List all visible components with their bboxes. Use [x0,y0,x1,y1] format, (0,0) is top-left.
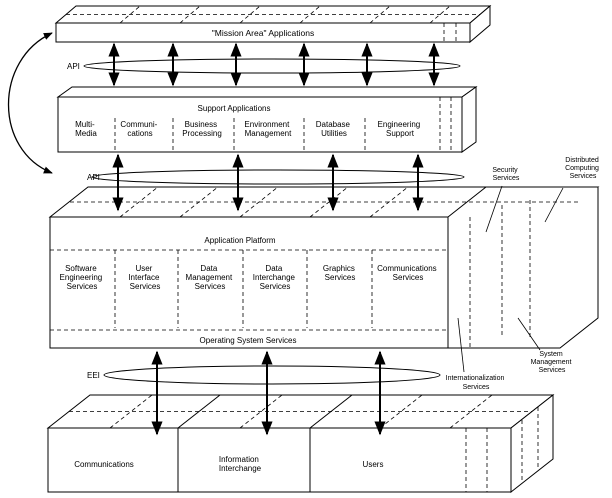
support-item: Business Processing [182,120,222,138]
external-layer [46,393,555,494]
api-top-ellipse [83,58,461,74]
security-services-label: Security Services [492,167,520,182]
callout-lines [457,185,564,373]
external-item: Communications [74,460,134,469]
api-mid-label: API [87,173,100,182]
external-items: Communications Information Interchange U… [74,455,383,473]
support-item: Engineering Support [378,120,423,138]
eei-label: EEI [87,371,100,380]
support-item: Database Utilities [316,120,352,138]
distributed-computing-label: Distributed Computing Services [565,157,601,180]
external-item: Information Interchange [219,455,262,473]
api-top-label: API [67,62,80,71]
platform-item: Data Interchange Services [253,264,298,291]
eei-ellipse [103,365,441,385]
internationalization-label: Internationalization Services [446,375,507,391]
platform-item: Data Management Services [186,264,235,291]
i18n-callout-line [457,317,465,373]
platform-item: Graphics Services [323,264,357,282]
system-management-label: System Management Services [531,351,574,374]
security-callout-line [485,185,503,233]
platform-items: Software Engineering Services User Inter… [60,264,439,291]
support-item: Communi- cations [120,120,159,138]
support-item: Environment Management [244,120,292,138]
platform-title: Application Platform [204,236,275,245]
support-item: Multi- Media [75,120,97,138]
platform-item: Software Engineering Services [60,264,105,291]
platform-item: Communications Services [377,264,439,282]
interface-arrows [108,42,440,436]
distributed-callout-line [544,187,564,223]
mission-area-grid [66,5,480,42]
os-services-label: Operating System Services [200,336,297,345]
mission-area-title: "Mission Area" Applications [212,28,314,38]
support-title: Support Applications [198,104,271,113]
external-grid [69,394,539,492]
external-item: Users [363,460,384,469]
platform-item: User Interface Services [128,264,161,291]
api-mid-ellipse [91,169,465,185]
support-items: Multi- Media Communi- cations Business P… [75,120,423,138]
api-loop-arrow [8,32,53,174]
platform-layer [48,186,600,349]
system-mgmt-callout-line [517,317,541,351]
support-grid [114,97,452,152]
support-layer [56,86,478,153]
